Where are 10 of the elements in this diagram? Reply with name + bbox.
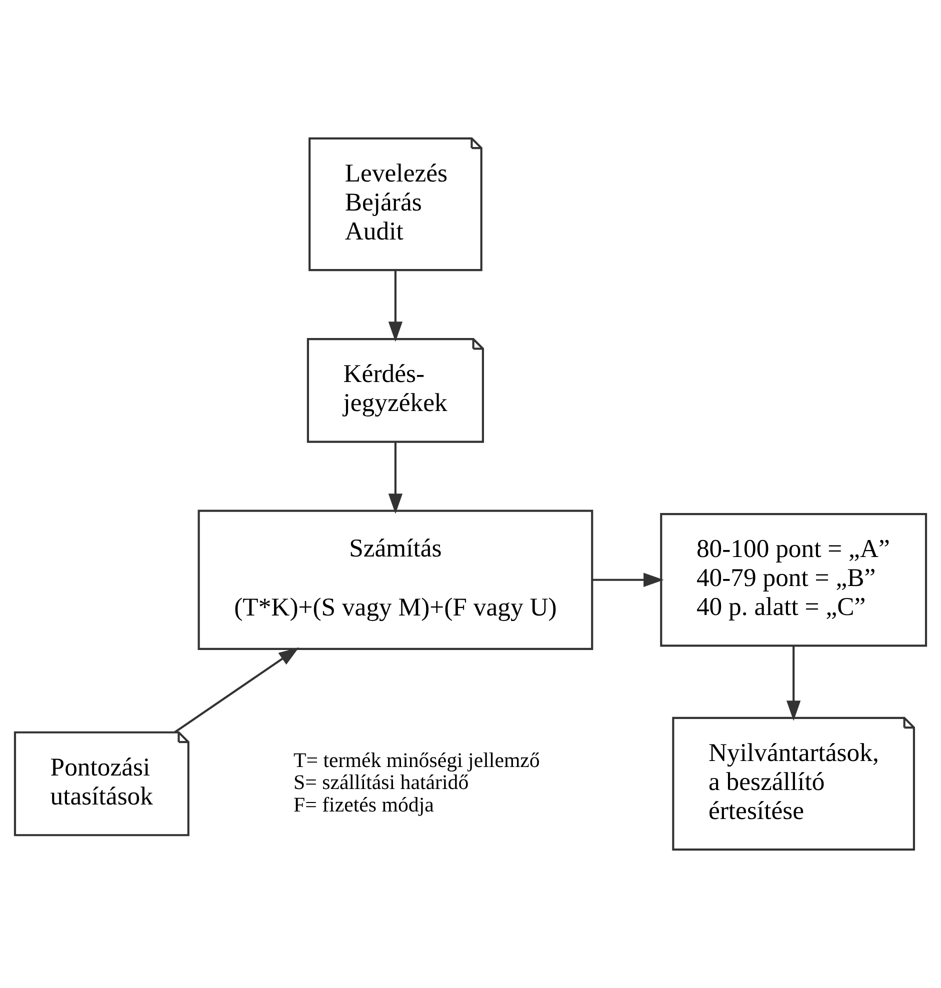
label: T= termék minőségi jellemző <box>294 748 540 772</box>
arrow <box>388 270 403 342</box>
node-box: Számítás (T*K)+(S vagy M)+(F vagy U) <box>198 510 594 650</box>
label: F= fizetés módja <box>294 792 434 817</box>
label: S= szállítási határidő <box>294 770 469 794</box>
arrow <box>174 647 300 734</box>
arrow <box>388 442 403 514</box>
node-box: 80-100 pont = „A” 40-79 pont = „B” 40 p. alatt = „C” <box>660 513 928 647</box>
arrow <box>786 646 801 721</box>
arrow <box>592 572 664 587</box>
